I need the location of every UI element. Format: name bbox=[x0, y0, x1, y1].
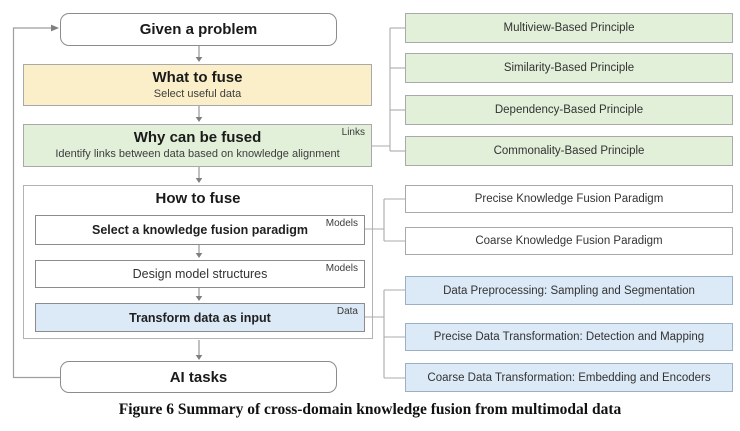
why-can-be-fused-title: Why can be fused bbox=[133, 129, 262, 147]
what-to-fuse-subtitle: Select useful data bbox=[153, 87, 242, 100]
principle-box-dependency: Dependency-Based Principle bbox=[405, 95, 733, 125]
ai-tasks-box: AI tasks bbox=[60, 361, 337, 393]
given-problem-box: Given a problem bbox=[60, 13, 337, 46]
feedback-arrowhead bbox=[51, 24, 59, 32]
design-structures-box: Models Design model structures bbox=[35, 260, 365, 288]
transform-data-box: Data Transform data as input bbox=[35, 303, 365, 332]
models-tag-2: Models bbox=[325, 263, 358, 274]
data-tag: Data bbox=[336, 306, 358, 317]
links-bracket bbox=[372, 27, 405, 152]
transform-data-label: Transform data as input bbox=[129, 310, 271, 325]
principle-box-commonality: Commonality-Based Principle bbox=[405, 136, 733, 166]
why-can-be-fused-subtitle: Identify links between data based on kno… bbox=[55, 148, 340, 160]
why-can-be-fused-box: Links Why can be fused Identify links be… bbox=[23, 124, 372, 167]
how-to-fuse-title: How to fuse bbox=[155, 190, 241, 207]
transformation-box-precise: Precise Data Transformation: Detection a… bbox=[405, 323, 733, 351]
paradigm-box-precise: Precise Knowledge Fusion Paradigm bbox=[405, 185, 733, 213]
transformation-box-coarse: Coarse Data Transformation: Embedding an… bbox=[405, 363, 733, 392]
links-tag: Links bbox=[341, 127, 365, 138]
what-to-fuse-box: What to fuse Select useful data bbox=[23, 64, 372, 106]
transformation-box-preprocessing: Data Preprocessing: Sampling and Segment… bbox=[405, 276, 733, 305]
figure-caption: Figure 6 Summary of cross-domain knowled… bbox=[118, 401, 622, 418]
principle-box-similarity: Similarity-Based Principle bbox=[405, 53, 733, 83]
models-tag-1: Models bbox=[325, 218, 358, 229]
select-paradigm-box: Models Select a knowledge fusion paradig… bbox=[35, 215, 365, 245]
what-to-fuse-title: What to fuse bbox=[152, 68, 243, 86]
paradigm-box-coarse: Coarse Knowledge Fusion Paradigm bbox=[405, 227, 733, 255]
principle-box-multiview: Multiview-Based Principle bbox=[405, 13, 733, 43]
select-paradigm-label: Select a knowledge fusion paradigm bbox=[91, 223, 309, 237]
design-structures-label: Design model structures bbox=[132, 267, 268, 281]
